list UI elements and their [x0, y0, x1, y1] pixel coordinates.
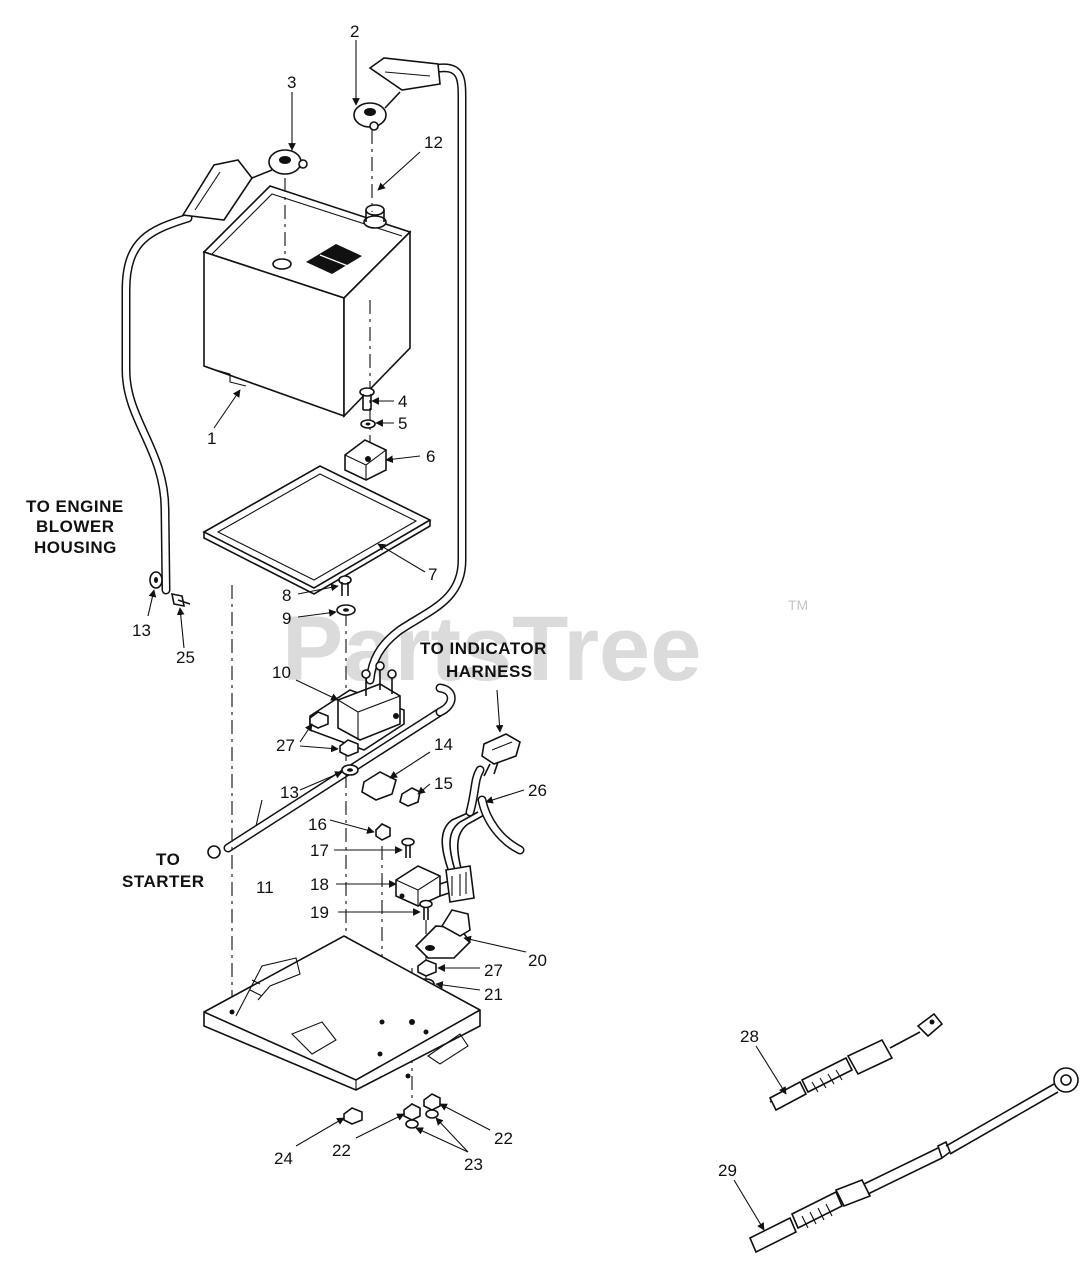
- callout-18: 18: [310, 875, 329, 894]
- callout-16: 16: [308, 815, 327, 834]
- callout-6: 6: [426, 447, 435, 466]
- starter-cable: [207, 683, 456, 859]
- leader-lines: [147, 40, 787, 1231]
- callout-22-right: 22: [494, 1129, 513, 1148]
- hold-down-clamp: [344, 439, 387, 481]
- starter-solenoid: [309, 661, 405, 751]
- battery-tray: [202, 465, 432, 595]
- callout-13-mid: 13: [280, 783, 299, 802]
- nut-27-lower: [339, 739, 359, 757]
- positive-cable: [365, 63, 467, 685]
- nut-24: [343, 1107, 363, 1125]
- callout-14: 14: [434, 735, 453, 754]
- callout-23: 23: [464, 1155, 483, 1174]
- note-indicator-line2: HARNESS: [446, 662, 533, 681]
- connector-15: [399, 787, 421, 807]
- ring-terminal-13: [149, 571, 163, 589]
- callout-11: 11: [256, 878, 274, 897]
- callout-29: 29: [718, 1161, 737, 1180]
- battery: [202, 185, 412, 418]
- callout-15: 15: [434, 774, 453, 793]
- callout-19: 19: [310, 903, 329, 922]
- nut-22-right: [423, 1093, 441, 1111]
- screw-19: [419, 899, 433, 920]
- callout-1: 1: [207, 429, 216, 448]
- callout-25: 25: [176, 648, 195, 667]
- terminal-cover-14: [361, 771, 397, 801]
- interlock-switch-20: [414, 811, 487, 959]
- note-starter-line2: STARTER: [122, 872, 205, 891]
- cable-28: [768, 1012, 944, 1112]
- note-engine-line2: BLOWER: [36, 517, 115, 536]
- washer-13-solenoid: [341, 764, 359, 776]
- callout-12: 12: [424, 133, 443, 152]
- note-engine-line1: TO ENGINE: [26, 497, 124, 516]
- washer-23-right: [425, 1109, 439, 1119]
- note-engine-line3: HOUSING: [34, 538, 117, 557]
- mounting-plate: [203, 935, 481, 1091]
- washer-5: [360, 419, 376, 429]
- callout-28: 28: [740, 1027, 759, 1046]
- callout-24: 24: [274, 1149, 293, 1168]
- note-starter-line1: TO: [156, 850, 180, 869]
- callout-21: 21: [484, 985, 503, 1004]
- callout-17: 17: [310, 841, 329, 860]
- bolt-4: [359, 387, 375, 411]
- washer-9: [336, 604, 356, 616]
- nut-27-switch: [417, 959, 437, 977]
- starter-ring-terminal: [207, 845, 221, 859]
- note-indicator-line1: TO INDICATOR: [420, 639, 547, 658]
- washer-23-left: [405, 1119, 419, 1129]
- callout-7: 7: [428, 565, 437, 584]
- watermark-trademark: TM: [788, 597, 808, 613]
- callout-26: 26: [528, 781, 547, 800]
- screw-17: [401, 837, 415, 858]
- callout-20: 20: [528, 951, 547, 970]
- bolt-8: [338, 575, 352, 596]
- callout-27-upper: 27: [276, 736, 295, 755]
- relay-18: [395, 865, 453, 907]
- callout-3: 3: [287, 73, 296, 92]
- callout-8: 8: [282, 586, 291, 605]
- terminal-boot-right: [353, 57, 441, 131]
- nut-16: [375, 823, 391, 841]
- callout-13-left: 13: [132, 621, 151, 640]
- indicator-harness-26: [465, 733, 525, 855]
- cable-29: [748, 1067, 1079, 1254]
- callout-5: 5: [398, 414, 407, 433]
- terminal-boot-left: [181, 149, 308, 221]
- screw-25: [170, 592, 191, 608]
- callout-9: 9: [282, 609, 291, 628]
- callout-22-left: 22: [332, 1141, 351, 1160]
- ground-cable: [121, 213, 193, 595]
- callout-10: 10: [272, 663, 291, 682]
- callout-4: 4: [398, 392, 407, 411]
- callout-27-lower: 27: [484, 961, 503, 980]
- callout-2: 2: [350, 22, 359, 41]
- watermark-text: PartsTree: [282, 598, 701, 700]
- nut-22-left: [403, 1103, 421, 1121]
